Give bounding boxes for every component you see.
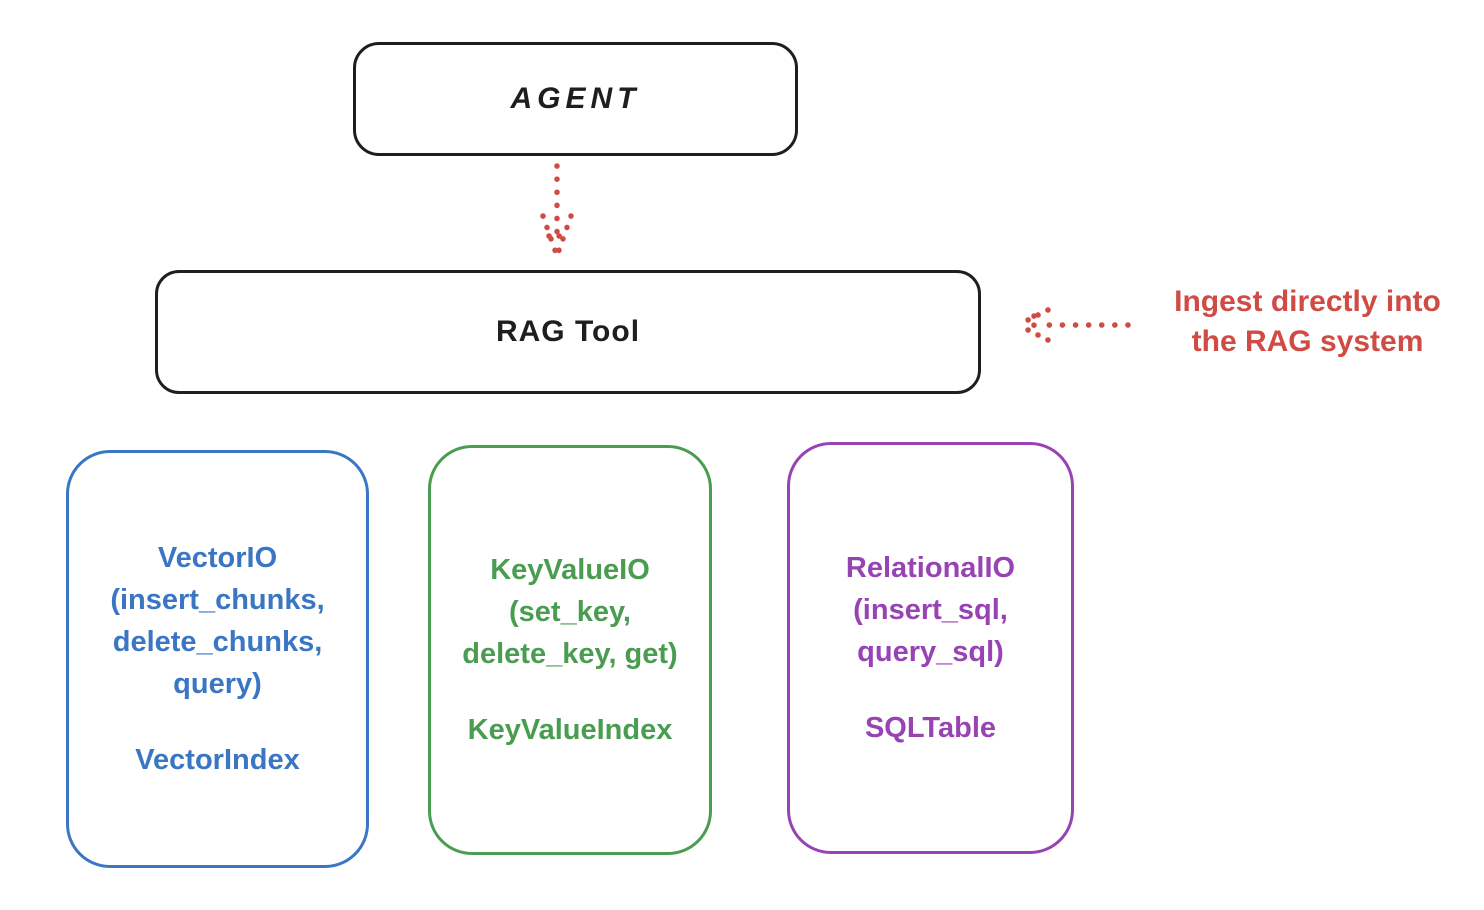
- relational-io-box: RelationalIO (insert_sql, query_sql) SQL…: [787, 442, 1074, 854]
- vector-io-box: VectorIO (insert_chunks, delete_chunks, …: [66, 450, 369, 868]
- vector-io-title: VectorIO: [157, 542, 278, 574]
- vector-io-methods-line2: delete_chunks,: [112, 626, 323, 658]
- relational-io-methods-line1: (insert_sql,: [853, 594, 1008, 626]
- rag-tool-box-label: RAG Tool: [495, 315, 641, 348]
- vector-io-methods-line3: query): [173, 668, 262, 700]
- relational-io-methods-line2: query_sql): [857, 636, 1004, 668]
- relational-io-title: RelationalIO: [845, 552, 1016, 584]
- ingest-annotation-line2: the RAG system: [1191, 325, 1424, 358]
- rag-tool-box: RAG Tool: [155, 270, 981, 394]
- agent-box-label: AGENT: [510, 82, 641, 115]
- ingest-annotation-line1: Ingest directly into: [1174, 285, 1441, 318]
- keyvalue-io-box: KeyValueIO (set_key, delete_key, get) Ke…: [428, 445, 712, 855]
- keyvalue-io-methods-line2: delete_key, get): [462, 638, 678, 670]
- sql-table-label: SQLTable: [864, 712, 997, 744]
- agent-box: AGENT: [353, 42, 798, 156]
- ingest-annotation: Ingest directly into the RAG system: [1135, 282, 1480, 362]
- vector-io-methods-line1: (insert_chunks,: [110, 584, 325, 616]
- keyvalue-io-title: KeyValueIO: [490, 554, 650, 586]
- dotted-arrow-down-icon: [540, 163, 574, 259]
- vector-index-label: VectorIndex: [135, 744, 300, 776]
- keyvalue-io-methods-line1: (set_key,: [509, 596, 631, 628]
- keyvalue-index-label: KeyValueIndex: [467, 714, 673, 746]
- dotted-arrow-left-icon: [1017, 307, 1131, 343]
